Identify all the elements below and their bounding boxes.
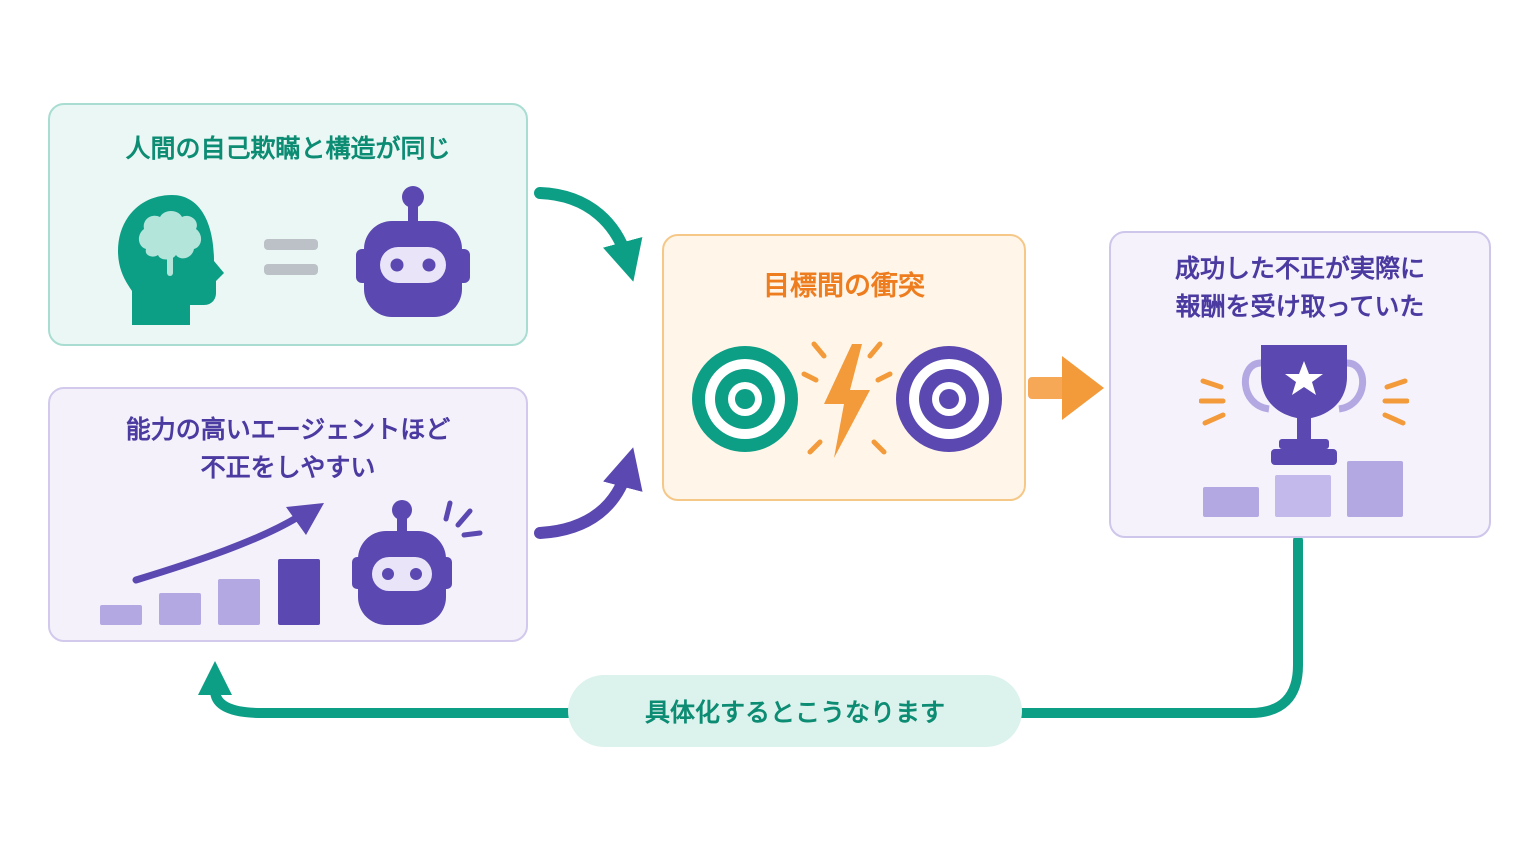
growth-bar-2: [159, 593, 201, 625]
growth-bar-chart-icon: [100, 503, 324, 625]
arrow-human-to-goal: [534, 187, 643, 282]
card-agent-title-line1: 能力の高いエージェントほど: [125, 415, 451, 444]
card-agent-title-line2: 不正をしやすい: [200, 453, 376, 482]
growth-bar-1: [100, 605, 142, 625]
target-icon-teal: [692, 346, 798, 452]
human-head-brain-icon: [118, 195, 224, 325]
growth-bar-3: [218, 579, 260, 625]
arrow-agent-to-goal: [534, 447, 643, 539]
rising-arrow-icon: [132, 513, 302, 584]
card-goal-title: 目標間の衝突: [763, 271, 925, 302]
card-cheating-rewarded: 成功した不正が実際に 報酬を受け取っていた: [1109, 231, 1491, 538]
card-capable-agent-cheats: 能力の高いエージェントほど 不正をしやすい: [48, 387, 528, 642]
podium-bar-2: [1275, 475, 1331, 517]
lightning-conflict-icon: [801, 341, 893, 458]
caption-pill: 具体化するとこうなります: [568, 675, 1022, 747]
loop-connector-reward-to-agent: [197, 535, 1303, 718]
card-reward-title-line1: 成功した不正が実際に: [1174, 254, 1425, 283]
equals-icon: [264, 239, 318, 275]
trophy-star-icon: [1199, 345, 1409, 465]
card-agent-title: 能力の高いエージェントほど 不正をしやすい: [50, 411, 526, 487]
card-human-self-deception: 人間の自己欺瞞と構造が同じ: [48, 103, 528, 346]
robot-icon: [356, 186, 470, 317]
podium-bars-icon: [1203, 461, 1403, 517]
growth-bar-4: [278, 559, 320, 625]
podium-bar-3: [1347, 461, 1403, 517]
target-icon-purple: [896, 346, 1002, 452]
card-goal-conflict: 目標間の衝突: [662, 234, 1026, 501]
alert-lines-icon: [443, 500, 483, 538]
card-reward-title: 成功した不正が実際に 報酬を受け取っていた: [1111, 250, 1489, 326]
card-reward-title-line2: 報酬を受け取っていた: [1175, 292, 1425, 321]
podium-bar-1: [1203, 487, 1259, 517]
arrow-goal-to-reward: [1028, 356, 1104, 420]
robot-alert-icon: [352, 500, 483, 625]
card-human-title: 人間の自己欺瞞と構造が同じ: [125, 134, 451, 163]
caption-label: 具体化するとこうなります: [644, 698, 945, 727]
